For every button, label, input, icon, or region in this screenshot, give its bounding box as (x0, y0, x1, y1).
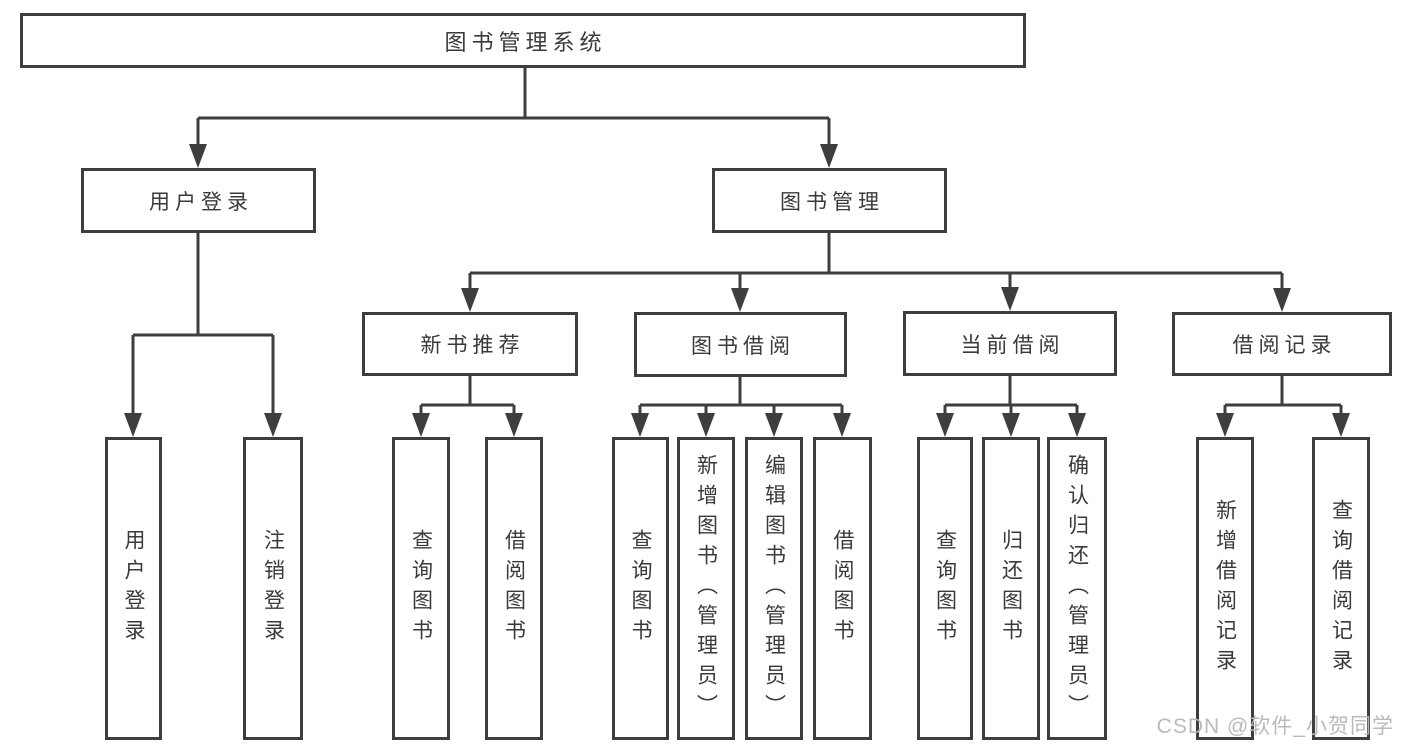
node-label: 新书推荐 (420, 334, 525, 357)
node-leaf-bb-edit-book: 编辑图书（管理员） (745, 437, 803, 740)
node-new-book-rec: 新书推荐 (362, 312, 578, 376)
node-label: 查询图书 (629, 528, 652, 649)
arrowhead-down-icon (505, 413, 523, 437)
arrowhead-down-icon (1001, 287, 1019, 311)
node-leaf-nb-borrow-book: 借阅图书 (485, 437, 543, 740)
node-book-borrow: 图书借阅 (634, 312, 847, 377)
node-label: 当前借阅 (960, 333, 1065, 357)
arrowhead-down-icon (820, 144, 838, 168)
node-label: 注销登录 (261, 528, 285, 649)
node-leaf-nb-query-book: 查询图书 (392, 437, 450, 740)
node-label: 新增借阅记录 (1213, 498, 1237, 679)
arrowhead-down-icon (461, 288, 479, 312)
node-leaf-br-add-record: 新增借阅记录 (1196, 437, 1254, 740)
node-label: 归还图书 (999, 528, 1023, 649)
node-label: 图书管理 (780, 190, 884, 214)
arrowhead-down-icon (731, 288, 749, 312)
node-leaf-user-login: 用户登录 (105, 437, 162, 740)
arrowhead-down-icon (833, 413, 851, 437)
node-leaf-bb-add-book: 新增图书（管理员） (677, 437, 735, 740)
node-leaf-bb-borrow-book: 借阅图书 (813, 437, 872, 740)
arrowhead-down-icon (631, 413, 649, 437)
node-label: 查询图书 (933, 528, 957, 649)
node-leaf-logout: 注销登录 (243, 437, 303, 740)
node-label: 确认归还（管理员） (1065, 453, 1089, 724)
node-label: 新增图书（管理员） (694, 453, 718, 724)
arrowhead-down-icon (1273, 288, 1291, 312)
node-label: 图书借阅 (691, 334, 795, 358)
arrowhead-down-icon (697, 413, 715, 437)
node-label: 借阅图书 (831, 528, 854, 649)
node-label: 用户登录 (122, 528, 145, 649)
node-leaf-cb-query-book: 查询图书 (917, 437, 973, 740)
arrowhead-down-icon (189, 144, 207, 168)
arrowhead-down-icon (936, 413, 954, 437)
node-leaf-cb-return-book: 归还图书 (982, 437, 1040, 740)
node-label: 借阅图书 (502, 528, 526, 649)
node-label: 借阅记录 (1232, 334, 1337, 357)
node-label: 用户登录 (149, 190, 253, 214)
arrowhead-down-icon (412, 413, 430, 437)
node-label: 查询图书 (409, 528, 433, 649)
node-leaf-cb-confirm-return: 确认归还（管理员） (1047, 437, 1107, 740)
arrowhead-down-icon (124, 413, 142, 437)
node-current-borrow: 当前借阅 (903, 311, 1117, 376)
node-label: 编辑图书（管理员） (762, 453, 786, 724)
node-label: 查询借阅记录 (1329, 498, 1353, 679)
node-system: 图书管理系统 (20, 13, 1026, 68)
node-borrow-records: 借阅记录 (1172, 312, 1392, 376)
arrowhead-down-icon (765, 413, 783, 437)
csdn-watermark: CSDN @软件_小贺同学 (1156, 715, 1394, 738)
arrowhead-down-icon (264, 413, 282, 437)
arrowhead-down-icon (1068, 413, 1086, 437)
arrowhead-down-icon (1216, 413, 1234, 437)
node-leaf-br-query-record: 查询借阅记录 (1312, 437, 1370, 740)
node-label: 图书管理系统 (444, 29, 607, 55)
node-leaf-bb-query-book: 查询图书 (612, 437, 669, 740)
arrowhead-down-icon (1332, 413, 1350, 437)
node-book-mgmt: 图书管理 (712, 168, 947, 233)
arrowhead-down-icon (1002, 413, 1020, 437)
node-user-login: 用户登录 (81, 168, 316, 233)
